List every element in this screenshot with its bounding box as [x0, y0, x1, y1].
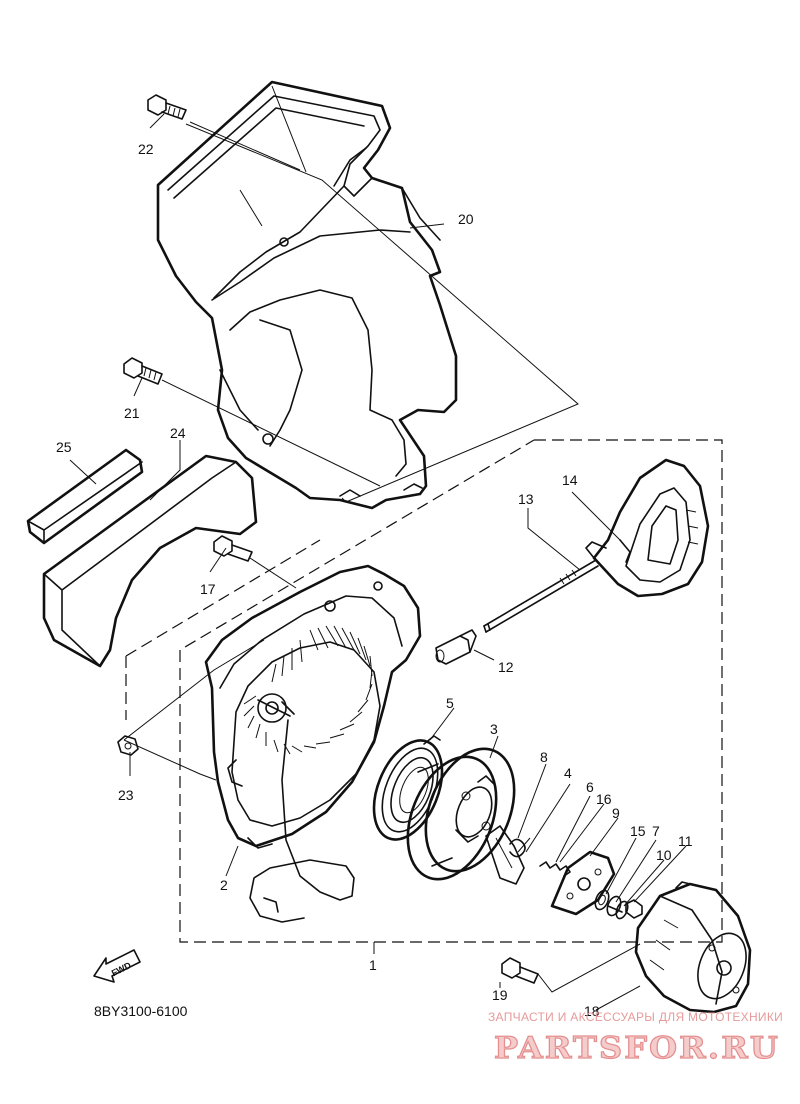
washer-15 [594, 889, 610, 911]
rope-13 [483, 559, 599, 633]
label-part-13: 13 [518, 491, 534, 507]
label-part-7: 7 [652, 823, 660, 839]
diagram-code: 8BY3100-6100 [94, 1003, 188, 1019]
label-part-8: 8 [540, 749, 548, 765]
label-part-24: 24 [170, 425, 186, 441]
starter-case-2 [204, 564, 422, 923]
label-part-14: 14 [562, 472, 578, 488]
watermark-brand: PARTSFOR.RU [494, 1031, 780, 1066]
bolt-19 [501, 957, 539, 984]
starter-cup-18 [634, 881, 752, 1014]
label-part-9: 9 [612, 805, 620, 821]
label-part-11: 11 [678, 833, 693, 849]
spring-4 [509, 837, 531, 858]
watermark: ЗАПЧАСТИ И АКСЕССУАРЫ ДЛЯ МОТОТЕХНИКИ PA… [488, 1010, 783, 1067]
label-part-12: 12 [498, 659, 514, 675]
label-part-2: 2 [220, 877, 228, 893]
spring-16 [539, 861, 571, 877]
label-part-16: 16 [596, 791, 612, 807]
bolt-21 [123, 357, 163, 385]
handle-14 [585, 458, 710, 598]
cover-plate-24 [42, 454, 258, 668]
ratchet-pawl-8 [485, 825, 525, 885]
pulley-3 [406, 747, 516, 881]
friction-plate-9 [550, 850, 616, 916]
label-part-20: 20 [458, 211, 474, 227]
label-part-25: 25 [56, 439, 72, 455]
label-part-15: 15 [630, 823, 646, 839]
nut-23 [117, 735, 139, 756]
forward-arrow-icon [93, 949, 141, 983]
fan-shroud-20 [156, 80, 458, 510]
pad-strip-25 [26, 448, 144, 545]
label-part-5: 5 [446, 695, 454, 711]
bolt-17 [213, 535, 253, 562]
fwd-label: FWD [110, 960, 133, 978]
label-part-17: 17 [200, 581, 216, 597]
part-labels: 22 20 21 25 24 14 13 17 12 5 3 8 4 6 16 … [56, 141, 693, 1019]
label-part-4: 4 [564, 765, 572, 781]
label-part-21: 21 [124, 405, 140, 421]
label-part-18: 18 [584, 1003, 600, 1019]
label-part-3: 3 [490, 721, 498, 737]
label-part-23: 23 [118, 787, 134, 803]
bolt-11 [607, 899, 643, 919]
label-part-1: 1 [369, 957, 377, 973]
label-part-22: 22 [138, 141, 154, 157]
label-part-10: 10 [656, 847, 672, 863]
washer-7 [606, 895, 622, 917]
label-part-19: 19 [492, 987, 508, 1003]
bolt-22 [147, 94, 187, 120]
leader-lines [69, 113, 687, 1011]
watermark-tagline: ЗАПЧАСТИ И АКСЕССУАРЫ ДЛЯ МОТОТЕХНИКИ [488, 1010, 783, 1024]
pin-12 [435, 629, 477, 665]
assembly-1-outline [125, 439, 723, 943]
label-part-6: 6 [586, 779, 594, 795]
